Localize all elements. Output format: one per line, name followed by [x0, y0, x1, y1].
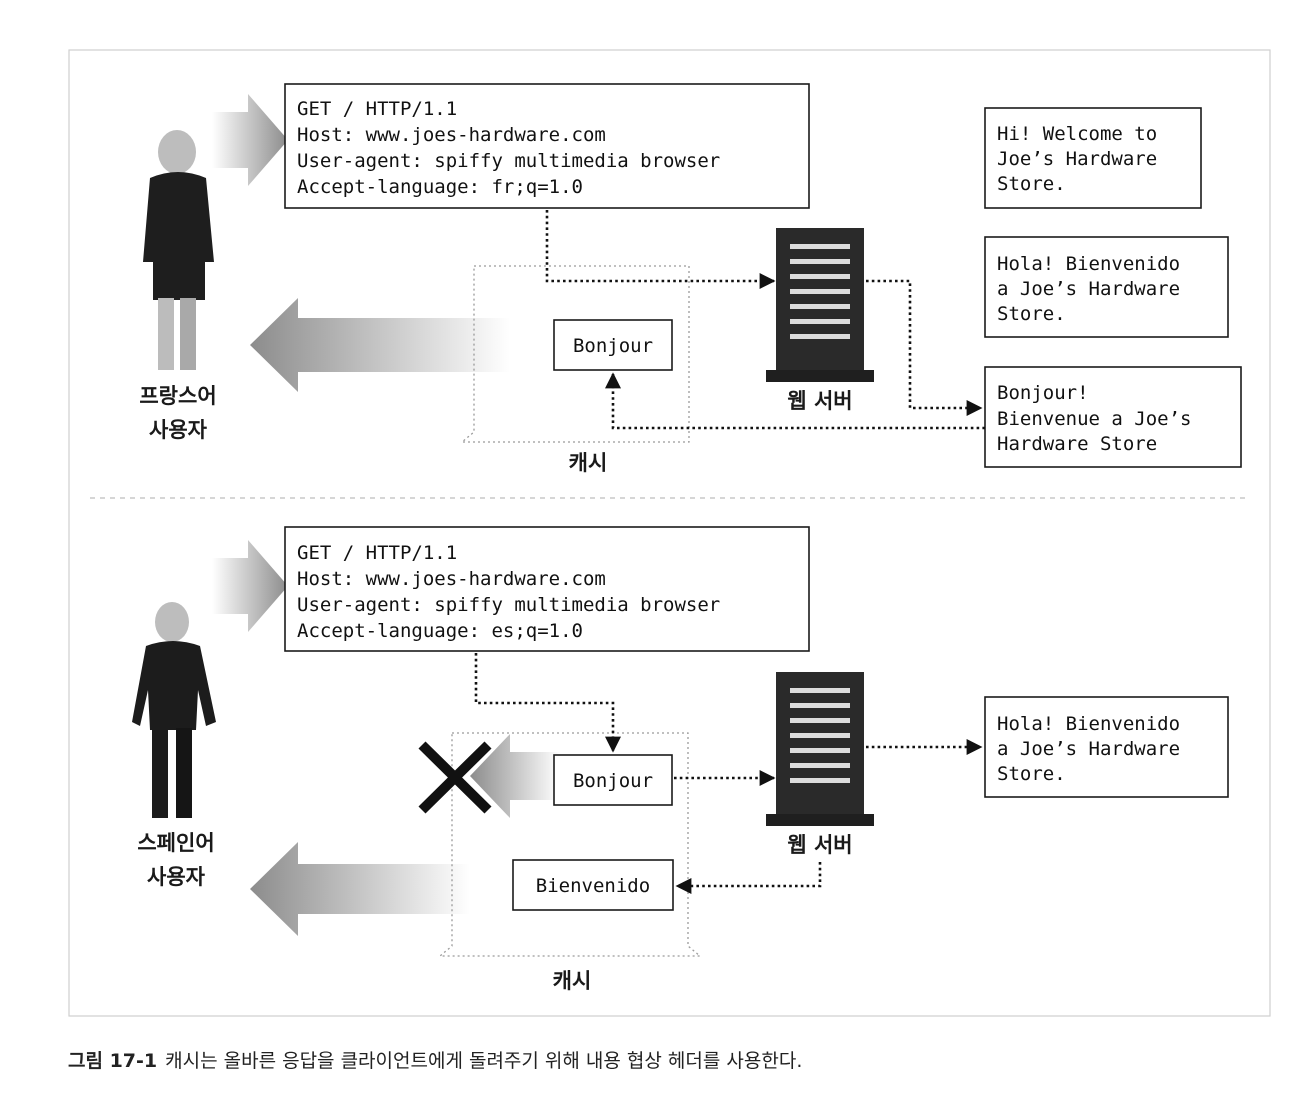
english-document-line: Store.: [997, 173, 1066, 195]
french-user-figure: [143, 130, 214, 370]
cache-boundary: [438, 732, 702, 957]
english-document-line: Joe’s Hardware: [997, 148, 1157, 170]
spanish-document-line: a Joe’s Hardware: [997, 278, 1180, 300]
request-line: Host: www.joes-hardware.com: [297, 568, 606, 590]
cached-bienvenido-label: Bienvenido: [536, 875, 650, 897]
figure-number: 그림 17-1: [68, 1050, 158, 1072]
web-server-label: 웹 서버: [787, 389, 852, 413]
cached-bienvenido-box: [512, 859, 674, 911]
english-document-line: Hi! Welcome to: [997, 123, 1157, 145]
cache-boundary: [460, 265, 690, 443]
spanish-user-label: 스페인어: [137, 831, 214, 855]
spanish-document-box: [984, 236, 1229, 338]
french-user-label-line2: 사용자: [149, 418, 208, 442]
request-line: Accept-language: fr;q=1.0: [297, 176, 583, 198]
spanish-document-line: a Joe’s Hardware: [997, 738, 1180, 760]
french-document-box: [984, 366, 1242, 468]
french-user-label: 프랑스어: [139, 384, 216, 408]
figure-frame: [68, 49, 1271, 1017]
spanish-user-label-line2: 사용자: [147, 865, 206, 889]
spanish-user-figure: [132, 602, 216, 818]
request-line: User-agent: spiffy multimedia browser: [297, 150, 720, 172]
english-document-box: [984, 107, 1202, 209]
french-doc-to-cache-line: [605, 372, 985, 430]
french-document-line: Bonjour!: [997, 382, 1089, 404]
request-line: Accept-language: es;q=1.0: [297, 620, 583, 642]
blocked-response-arrow: [470, 734, 560, 818]
server-to-cache-bienvenido-line: [675, 862, 822, 894]
web-server-icon: [766, 228, 874, 382]
request-flow-arrow: [212, 94, 288, 186]
response-flow-arrow: [250, 298, 510, 392]
spanish-document-line: Store.: [997, 763, 1066, 785]
figure-caption: 그림 17-1 캐시는 올바른 응답을 클라이언트에게 돌려주기 위해 내용 협상…: [68, 1046, 802, 1073]
blocked-x-icon: [418, 741, 492, 814]
request-header-box: [284, 526, 810, 652]
spanish-document-line: Hola! Bienvenido: [997, 713, 1180, 735]
request-line: User-agent: spiffy multimedia browser: [297, 594, 720, 616]
french-document-line: Bienvenue a Joe’s: [997, 408, 1191, 430]
request-flow-arrow: [212, 540, 288, 632]
cached-bonjour-box: [553, 754, 673, 806]
web-server-icon: [766, 672, 874, 826]
web-server-label: 웹 서버: [787, 833, 852, 857]
cache-label: 캐시: [553, 969, 592, 993]
french-document-line: Hardware Store: [997, 433, 1157, 455]
figure-caption-text: 캐시는 올바른 응답을 클라이언트에게 돌려주기 위해 내용 협상 헤더를 사용…: [165, 1050, 803, 1072]
cache-label: 캐시: [569, 451, 608, 475]
request-header-box: [284, 83, 810, 209]
spanish-document-line: Hola! Bienvenido: [997, 253, 1180, 275]
cached-bonjour-box: [553, 319, 673, 371]
request-to-server-line: [545, 210, 776, 289]
spanish-document-line: Store.: [997, 303, 1066, 325]
cached-bonjour-label: Bonjour: [573, 770, 653, 792]
server-to-french-doc-line: [866, 279, 983, 416]
response-flow-arrow: [250, 842, 470, 936]
request-line: GET / HTTP/1.1: [297, 542, 457, 564]
cached-bonjour-label: Bonjour: [573, 335, 653, 357]
request-line: Host: www.joes-hardware.com: [297, 124, 606, 146]
request-line: GET / HTTP/1.1: [297, 98, 457, 120]
request-to-cache-line: [474, 653, 621, 753]
spanish-document-box: [984, 696, 1229, 798]
